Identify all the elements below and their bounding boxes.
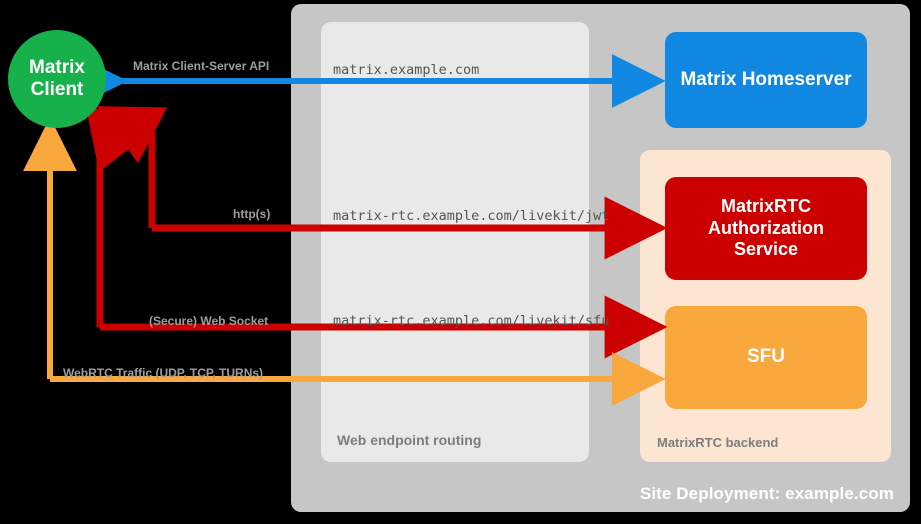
node-matrix-client[interactable]: Matrix Client	[8, 30, 106, 128]
wire-webrtc-sfu	[22, 117, 666, 406]
node-matrix-homeserver[interactable]: Matrix Homeserver	[665, 32, 867, 128]
auth-service-label-line3: Service	[733, 239, 799, 260]
node-matrixrtc-authorization-service[interactable]: MatrixRTC Authorization Service	[665, 177, 867, 280]
matrixrtc-backend-label: MatrixRTC backend	[657, 435, 779, 450]
matrix-client-label-line1: Matrix	[29, 57, 85, 79]
auth-service-label-line2: Authorization	[708, 217, 824, 238]
site-deployment-label: Site Deployment: example.com	[639, 484, 894, 503]
node-sfu[interactable]: SFU	[665, 306, 867, 409]
matrix-homeserver-label: Matrix Homeserver	[680, 68, 852, 90]
edge-label-client-server-api: Matrix Client-Server API	[133, 59, 270, 73]
edge-label-https: http(s)	[233, 207, 271, 221]
matrix-client-label-line2: Client	[30, 79, 84, 100]
endpoint-label-matrix-example-com: matrix.example.com	[333, 62, 480, 78]
sfu-label: SFU	[747, 346, 785, 368]
endpoint-label-livekit-jwt: matrix-rtc.example.com/livekit/jwt	[333, 208, 610, 224]
endpoint-label-livekit-sfu: matrix-rtc.example.com/livekit/sfu	[333, 313, 610, 329]
wire-websocket-sfu	[85, 103, 668, 359]
auth-service-label-line1: MatrixRTC	[720, 196, 811, 217]
edge-label-web-socket: (Secure) Web Socket	[149, 314, 269, 328]
edge-label-webrtc-traffic: WebRTC Traffic (UDP, TCP, TURNs)	[63, 366, 264, 380]
web-endpoint-routing-label: Web endpoint routing	[337, 432, 482, 448]
